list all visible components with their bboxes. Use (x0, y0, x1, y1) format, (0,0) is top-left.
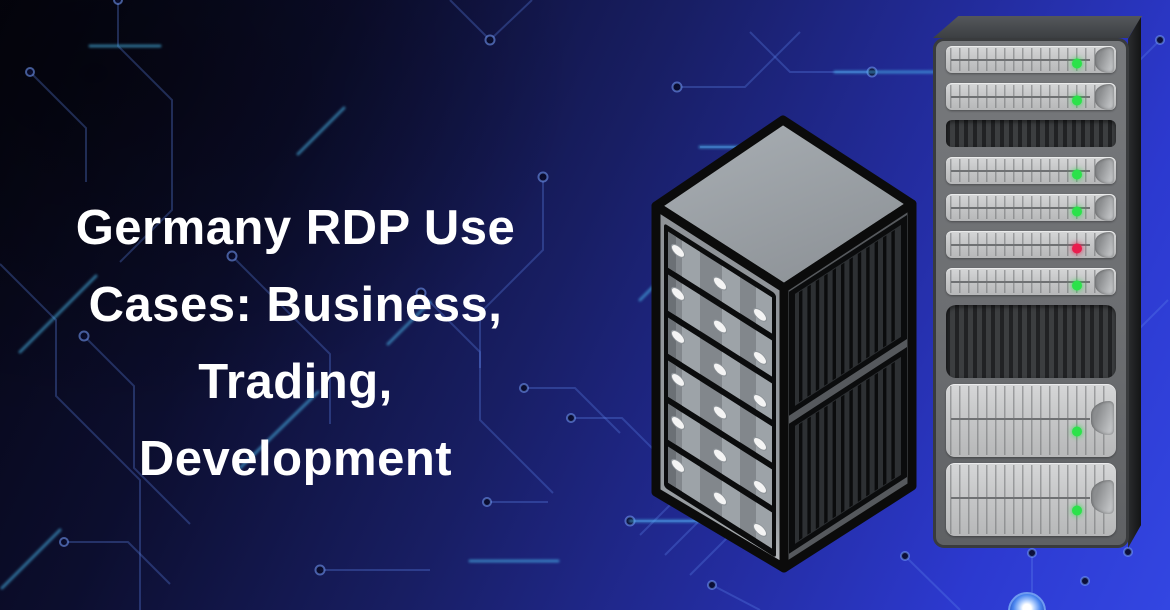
rack-slot-drive-large (946, 463, 1116, 536)
slot-handle (1095, 194, 1114, 221)
slot-groove (951, 496, 1090, 499)
rack-front-face (933, 38, 1129, 548)
slot-groove (951, 206, 1090, 209)
slot-handle (1095, 268, 1114, 295)
slot-groove (951, 95, 1090, 98)
slot-handle (1095, 46, 1114, 73)
status-led-green (1072, 505, 1082, 516)
iso-front-slot-rows (664, 224, 776, 557)
slot-handle (1091, 400, 1114, 435)
rack-side-face (1128, 17, 1141, 548)
rack-slot-drive (946, 83, 1116, 110)
rack-slot-drive (946, 157, 1116, 184)
rack-slot-drive-large (946, 384, 1116, 457)
slot-groove (951, 169, 1090, 172)
slot-groove (951, 58, 1090, 61)
slot-groove (951, 417, 1090, 420)
status-led-green (1072, 58, 1082, 68)
rack-slot-drive (946, 268, 1116, 295)
slot-groove (951, 243, 1090, 246)
banner-title: Germany RDP Use Cases: Business, Trading… (28, 190, 563, 498)
slot-handle (1095, 231, 1114, 258)
status-led-green (1072, 280, 1082, 290)
rack-slot-drive (946, 231, 1116, 258)
iso-side-vent-panels (789, 214, 907, 554)
status-led-green (1072, 95, 1082, 105)
rack-slot-drive (946, 194, 1116, 221)
rack-slot-drive (946, 46, 1116, 73)
slot-handle (1091, 479, 1114, 514)
server-rack-illustration (930, 16, 1146, 548)
slot-handle (1095, 157, 1114, 184)
rack-top-face (932, 16, 1143, 38)
slot-handle (1095, 83, 1114, 110)
status-led-green (1072, 206, 1082, 216)
title-line-1: Germany RDP Use (75, 201, 516, 255)
title-line-2: Cases: Business, (88, 278, 503, 332)
slot-groove (951, 280, 1090, 283)
rack-slot-vent (946, 120, 1116, 147)
title-line-3: Trading, (198, 355, 393, 409)
isometric-server-illustration (651, 115, 917, 573)
status-led-green (1072, 426, 1082, 437)
status-led-green (1072, 169, 1082, 179)
rack-slot-vent-large (946, 305, 1116, 378)
status-led-red (1072, 243, 1082, 253)
title-line-4: Development (138, 432, 453, 486)
